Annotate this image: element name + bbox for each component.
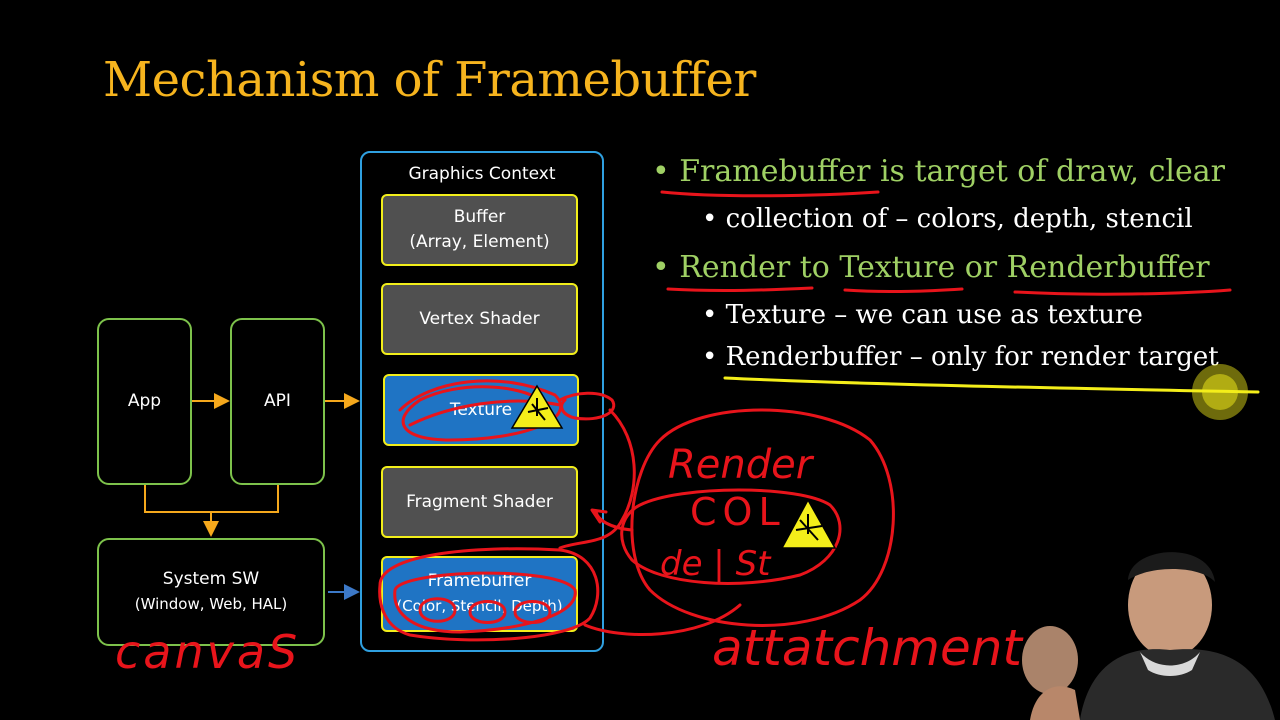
ink-underline-framebuffer	[660, 190, 880, 198]
bullet-dot: •	[702, 342, 726, 372]
bullet-dot: •	[652, 250, 680, 285]
ink-framebuffer-circles	[418, 597, 552, 624]
bullet-1-sub-text: collection of – colors, depth, stencil	[725, 204, 1193, 234]
app-box: App	[97, 318, 192, 485]
stage-label: Buffer	[453, 207, 506, 227]
bullet-2-sub-2: • Renderbuffer – only for render target	[702, 342, 1219, 372]
bullet-2: • Render to Texture or Renderbuffer	[652, 250, 1210, 285]
ink-framebuffer-oval-2	[393, 571, 577, 634]
bullet-dot: •	[652, 154, 680, 189]
bullet-1-sub: • collection of – colors, depth, stencil	[702, 204, 1193, 234]
ink-underline-texture	[843, 287, 964, 294]
ink-underline-renderbuffer	[1013, 288, 1232, 296]
stage-sub: (Array, Element)	[409, 232, 550, 252]
ink-underline-render-to	[666, 286, 814, 293]
bullet-1-text: Framebuffer is target of draw, clear	[679, 154, 1226, 189]
stage-label: Framebuffer	[427, 571, 532, 591]
system-sw-label: System SW	[162, 569, 260, 589]
stage-label: Texture	[449, 399, 513, 420]
stage-label: Fragment Shader	[406, 491, 553, 512]
fragment-shader-stage: Fragment Shader	[381, 466, 578, 538]
graphics-context-label: Graphics Context	[408, 164, 556, 184]
slide-title: Mechanism of Framebuffer	[103, 52, 756, 108]
ink-render-oval	[630, 408, 895, 627]
api-label: API	[264, 391, 291, 411]
system-sw-box: System SW (Window, Web, HAL)	[97, 538, 325, 646]
buffer-stage: Buffer (Array, Element)	[381, 194, 578, 266]
warning-icon	[780, 498, 837, 549]
api-box: API	[230, 318, 325, 485]
bullet-dot: •	[702, 204, 726, 234]
ink-col-word: COL	[690, 490, 786, 534]
ink-framebuffer-oval	[378, 547, 600, 642]
presenter-video	[1022, 552, 1275, 720]
ink-render-word: Render	[668, 442, 815, 488]
bullet-2-sub-1: • Texture – we can use as texture	[702, 300, 1143, 330]
graphics-context-box	[360, 151, 604, 652]
ink-canvas-word: canvaS	[115, 625, 300, 679]
bullet-2-sub-2-text: Renderbuffer – only for render target	[725, 342, 1219, 372]
ink-connector-bottom	[583, 603, 742, 636]
app-label: App	[127, 391, 162, 411]
warning-icon	[510, 384, 564, 429]
ink-depth-word: de | St	[660, 544, 772, 584]
stage-sub: (Color, Stencil, Depth)	[396, 597, 563, 615]
vertex-shader-stage: Vertex Shader	[381, 283, 578, 355]
stage-label: Vertex Shader	[419, 308, 540, 329]
bullet-dot: •	[702, 300, 726, 330]
ink-texture-loop	[558, 391, 616, 421]
ink-yellow-underline	[723, 376, 1260, 394]
bullet-1: • Framebuffer is target of draw, clear	[652, 154, 1225, 189]
system-sw-sub: (Window, Web, HAL)	[134, 595, 288, 613]
bullet-2-sub-1-text: Texture – we can use as texture	[725, 300, 1143, 330]
ink-attachment-word: attatchment	[712, 619, 1024, 677]
ink-col-oval	[620, 488, 842, 585]
ink-arc-right	[558, 408, 636, 550]
bullet-2-text: Render to Texture or Renderbuffer	[679, 250, 1210, 285]
ink-connector-left	[590, 508, 634, 532]
